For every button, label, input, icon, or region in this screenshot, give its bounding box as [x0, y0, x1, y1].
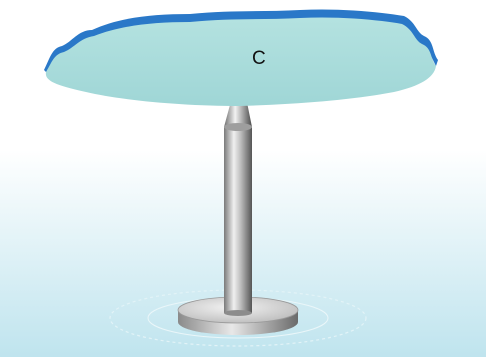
point-label-c: C: [252, 48, 266, 69]
stand-shaft: [224, 127, 252, 316]
balanced-plate: [44, 9, 438, 106]
